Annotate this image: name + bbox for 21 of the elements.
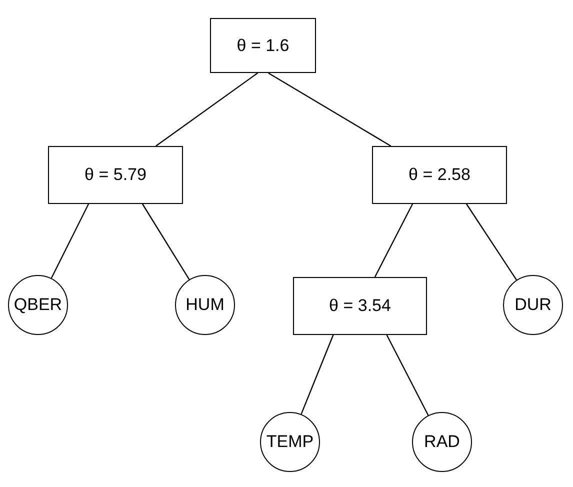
node-label: HUM xyxy=(186,295,224,315)
connector-line xyxy=(374,204,414,278)
node-label: RAD xyxy=(424,432,460,452)
node-label: QBER xyxy=(14,295,62,315)
split-box xyxy=(48,146,183,204)
connector-line xyxy=(142,204,190,280)
split-box xyxy=(372,146,507,204)
connector-line xyxy=(300,334,334,414)
node-label: θ = 1.6 xyxy=(236,36,290,56)
connector-line xyxy=(466,204,517,280)
connector-line xyxy=(50,204,90,278)
node-label: DUR xyxy=(514,295,552,315)
node-label: θ = 2.58 xyxy=(408,165,470,185)
connector-line xyxy=(156,72,258,146)
split-box xyxy=(293,277,427,335)
split-box xyxy=(210,18,316,73)
connector-line xyxy=(268,72,392,147)
node-label: TEMP xyxy=(266,432,314,452)
connector-line xyxy=(386,334,429,416)
node-label: θ = 5.79 xyxy=(84,165,146,185)
node-label: θ = 3.54 xyxy=(329,296,391,316)
